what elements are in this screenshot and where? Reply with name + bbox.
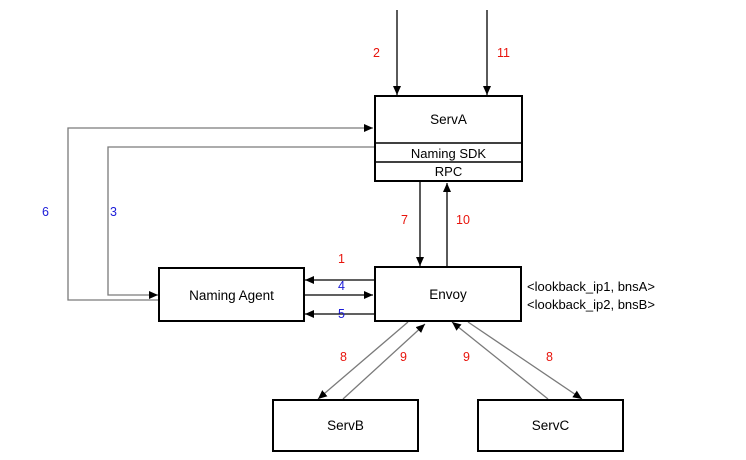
servc-title: ServC xyxy=(532,418,570,433)
mapping-line-1: <lookback_ip1, bnsA> xyxy=(527,279,655,294)
label-3: 3 xyxy=(110,205,117,219)
label-10: 10 xyxy=(456,213,470,227)
edge-3 xyxy=(107,146,375,299)
node-naming-agent: Naming Agent xyxy=(158,267,305,322)
label-5: 5 xyxy=(338,307,345,321)
label-9-servc: 9 xyxy=(463,350,470,364)
naming-agent-title: Naming Agent xyxy=(189,288,274,303)
label-in-11: 11 xyxy=(497,46,510,60)
mapping-line-2: <lookback_ip2, bnsB> xyxy=(527,297,655,312)
serva-naming-sdk: Naming SDK xyxy=(411,146,486,161)
edge-9-servb xyxy=(342,323,426,400)
node-envoy: Envoy xyxy=(374,266,522,322)
edge-8-servc xyxy=(467,321,583,400)
serva-title: ServA xyxy=(430,112,467,127)
label-in-2: 2 xyxy=(373,46,380,60)
label-1: 1 xyxy=(338,252,345,266)
label-7: 7 xyxy=(401,213,408,227)
edge-8-servb xyxy=(317,321,409,400)
envoy-title: Envoy xyxy=(429,287,467,302)
label-4: 4 xyxy=(338,279,345,293)
node-servb: ServB xyxy=(272,399,419,452)
node-serva: ServA Naming SDK RPC xyxy=(374,95,523,182)
edge-9-servc xyxy=(451,321,549,400)
label-9-servb: 9 xyxy=(400,350,407,364)
serva-rpc: RPC xyxy=(435,164,462,179)
servb-title: ServB xyxy=(327,418,364,433)
label-6: 6 xyxy=(42,205,49,219)
label-8-servb: 8 xyxy=(340,350,347,364)
label-8-servc: 8 xyxy=(546,350,553,364)
edge-6 xyxy=(67,124,373,301)
node-servc: ServC xyxy=(477,399,624,452)
